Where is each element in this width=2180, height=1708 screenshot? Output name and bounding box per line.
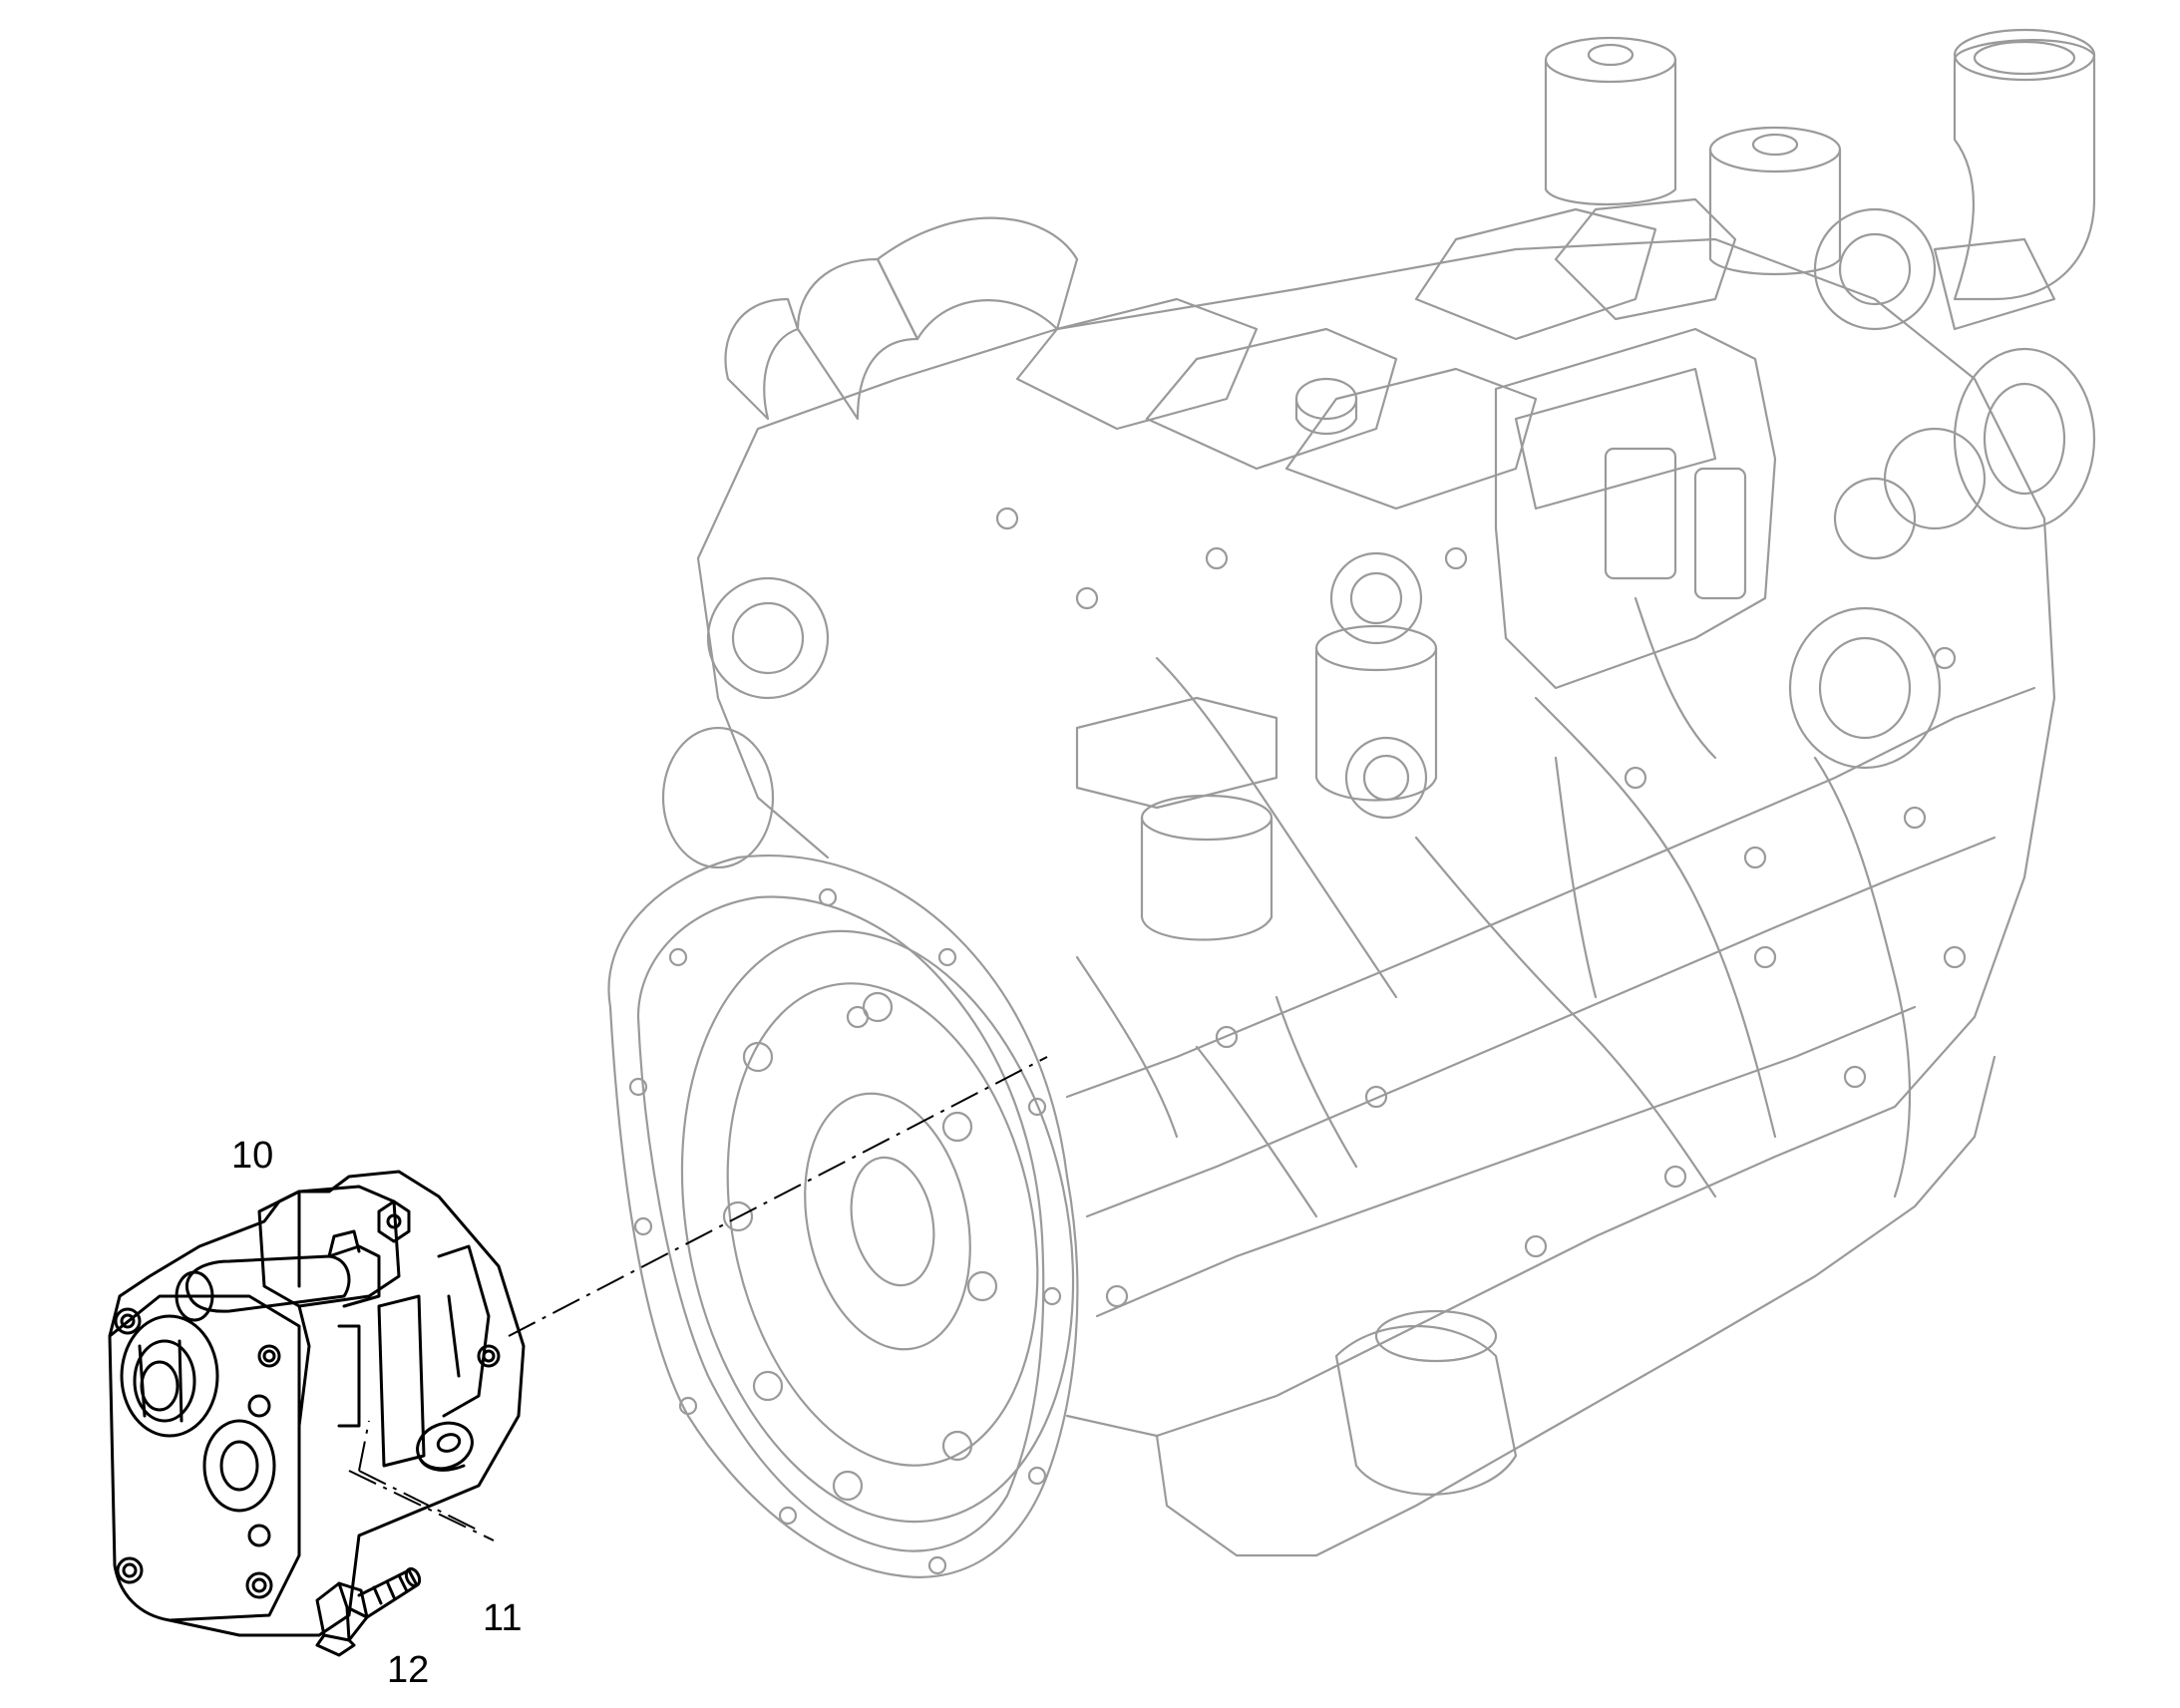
top-filter-1 [1544,58,1677,206]
engine-block [696,237,2056,1438]
washer [416,1421,474,1472]
intake-elbow [1953,39,2096,301]
callout-11: 11 [483,1597,523,1639]
engine-assembly [607,28,2096,1578]
flywheel-housing [607,854,1079,1578]
callout-12: 12 [387,1649,430,1691]
starter-motor [1334,1324,1518,1496]
flywheel [680,929,1075,1524]
assembly-leader-lines [348,1056,1048,1541]
hydraulic-pump [108,1170,526,1637]
bolt [315,1566,422,1657]
turbocharger [1813,207,1937,331]
callout-10: 10 [231,1135,274,1177]
ecu-module [1494,327,1777,690]
fuel-filter [1140,816,1273,941]
top-filter-2 [1708,148,1842,276]
